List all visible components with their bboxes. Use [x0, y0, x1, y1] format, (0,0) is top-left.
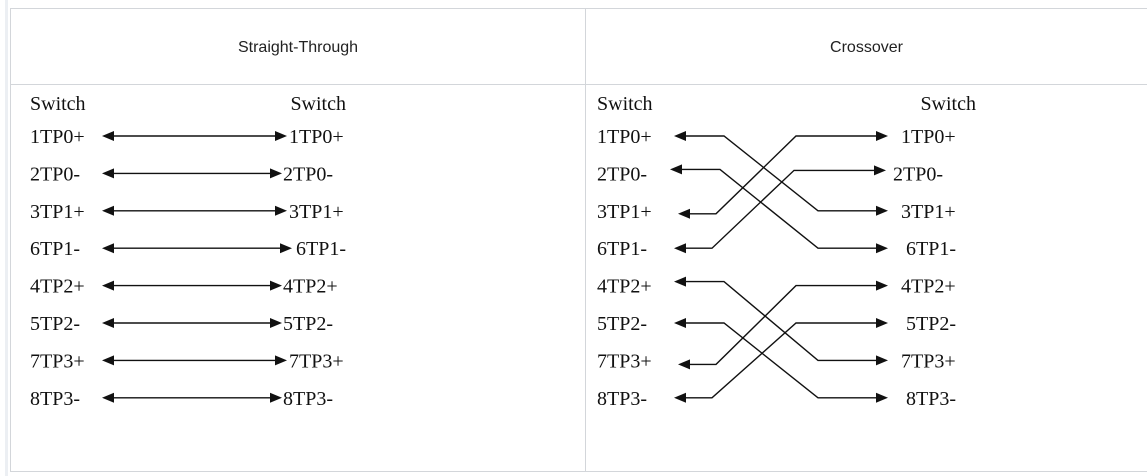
straight-wire-2-left-arrow	[102, 205, 114, 216]
crossover-header-label: Crossover	[830, 38, 903, 56]
straight-wire-2-right-arrow	[275, 205, 287, 216]
crossover-wire-3	[684, 169, 876, 249]
crossover-header: Crossover	[585, 8, 1147, 85]
crossover-wire-6	[688, 284, 878, 366]
crossover-wire-1-left-arrow	[670, 164, 682, 175]
straight-wire-1-right-arrow	[270, 168, 282, 179]
straight-wire-0-left-arrow	[102, 131, 114, 141]
crossover-wire-0-right-arrow	[876, 205, 888, 216]
crossover-wire-5-left-arrow	[674, 318, 686, 328]
straight-left-switch-title: Switch	[30, 93, 86, 115]
straight-right-pin-2: 3TP1+	[289, 201, 344, 223]
crossover-left-pin-0: 1TP0+	[597, 126, 652, 148]
crossover-left-pin-2: 3TP1+	[597, 201, 652, 223]
crossover-wire-4-right-arrow	[876, 355, 888, 366]
crossover-wire-5-right-arrow	[876, 392, 888, 403]
crossover-wire-4	[684, 280, 878, 362]
straight-left-pin-2: 3TP1+	[30, 201, 85, 223]
crossover-right-pin-6: 7TP3+	[901, 350, 956, 372]
crossover-wire-3-left-arrow	[674, 243, 686, 254]
straight-through-header-label: Straight-Through	[237, 38, 359, 56]
crossover-wire-6-left-arrow	[678, 359, 690, 370]
straight-through-cell: Switch Switch 1TP0+ 2TP0- 3TP1+ 6TP1- 4TP2+ 5TP…	[10, 84, 586, 472]
crossover-wire-7-left-arrow	[674, 392, 686, 403]
straight-wire-6-right-arrow	[275, 355, 287, 366]
crossover-wire-4-left-arrow	[674, 276, 686, 287]
straight-wire-7-left-arrow	[102, 392, 114, 403]
crossover-wire-6-right-arrow	[876, 280, 888, 291]
crossover-right-pin-5: 5TP2-	[906, 313, 956, 335]
crossover-wire-2-left-arrow	[678, 208, 690, 219]
straight-wire-5-left-arrow	[102, 318, 114, 328]
crossover-left-pin-5: 5TP2-	[597, 313, 647, 335]
crossover-left-pin-3: 6TP1-	[597, 238, 647, 260]
straight-through-header: Straight-Through	[10, 8, 586, 85]
crossover-right-pin-3: 6TP1-	[906, 238, 956, 260]
straight-left-pin-6: 7TP3+	[30, 350, 85, 372]
straight-right-pin-3: 6TP1-	[296, 238, 346, 260]
straight-right-pin-7: 8TP3-	[283, 388, 333, 410]
straight-left-pin-3: 6TP1-	[30, 238, 80, 260]
page-left-rule	[5, 0, 8, 476]
straight-wire-6-left-arrow	[102, 355, 114, 366]
crossover-wire-7	[684, 322, 878, 399]
header-row: Straight-Through Crossover	[10, 8, 1147, 85]
straight-wire-3-right-arrow	[280, 243, 292, 254]
straight-right-pin-0: 1TP0+	[289, 126, 344, 148]
straight-right-pin-1: 2TP0-	[283, 163, 333, 185]
crossover-wire-2	[688, 135, 878, 215]
straight-right-pin-5: 5TP2-	[283, 313, 333, 335]
straight-right-switch-title: Switch	[290, 93, 346, 115]
straight-wire-7-right-arrow	[270, 392, 282, 403]
straight-wire-4-right-arrow	[270, 280, 282, 291]
straight-wire-3-left-arrow	[102, 243, 114, 254]
crossover-wire-5	[684, 322, 878, 399]
crossover-left-pin-1: 2TP0-	[597, 163, 647, 185]
crossover-cell: Switch Switch 1TP0+ 2TP0- 3TP1+ 6TP1- 4TP2+ 5TP…	[585, 84, 1147, 472]
wiring-table: Straight-Through Crossover Switch Switch 1…	[10, 8, 1147, 472]
crossover-wiring-diagram: Switch Switch 1TP0+ 2TP0- 3TP1+ 6TP1- 4TP2+ 5TP…	[597, 93, 976, 410]
straight-right-pin-6: 7TP3+	[289, 350, 344, 372]
crossover-right-pin-0: 1TP0+	[901, 126, 956, 148]
crossover-left-pin-7: 8TP3-	[597, 388, 647, 410]
crossover-right-switch-title: Switch	[920, 93, 976, 115]
crossover-left-switch-title: Switch	[597, 93, 653, 115]
straight-wire-4-left-arrow	[102, 280, 114, 291]
straight-left-pin-4: 4TP2+	[30, 276, 85, 298]
straight-left-pin-0: 1TP0+	[30, 126, 85, 148]
crossover-left-pin-6: 7TP3+	[597, 350, 652, 372]
straight-wire-5-right-arrow	[270, 318, 282, 328]
crossover-left-pin-4: 4TP2+	[597, 276, 652, 298]
straight-right-pin-4: 4TP2+	[283, 276, 338, 298]
crossover-right-pin-1: 2TP0-	[893, 163, 943, 185]
crossover-wire-1	[680, 168, 878, 249]
straight-left-pin-5: 5TP2-	[30, 313, 80, 335]
crossover-wire-0-left-arrow	[674, 131, 686, 141]
crossover-wire-1-right-arrow	[876, 243, 888, 254]
crossover-right-pin-4: 4TP2+	[901, 276, 956, 298]
straight-wire-0-right-arrow	[275, 131, 287, 141]
crossover-wire-2-right-arrow	[876, 131, 888, 141]
crossover-wire-7-right-arrow	[876, 318, 888, 328]
straight-through-wiring-diagram: Switch Switch 1TP0+ 2TP0- 3TP1+ 6TP1- 4TP2+ 5TP…	[30, 93, 346, 410]
straight-wire-1-left-arrow	[102, 168, 114, 179]
crossover-wire-3-right-arrow	[874, 165, 886, 176]
diagram-row: Switch Switch 1TP0+ 2TP0- 3TP1+ 6TP1- 4TP2+ 5TP…	[10, 84, 1147, 472]
straight-left-pin-1: 2TP0-	[30, 163, 80, 185]
crossover-right-pin-2: 3TP1+	[901, 201, 956, 223]
crossover-right-pin-7: 8TP3-	[906, 388, 956, 410]
crossover-wire-0	[684, 135, 878, 212]
straight-left-pin-7: 8TP3-	[30, 388, 80, 410]
